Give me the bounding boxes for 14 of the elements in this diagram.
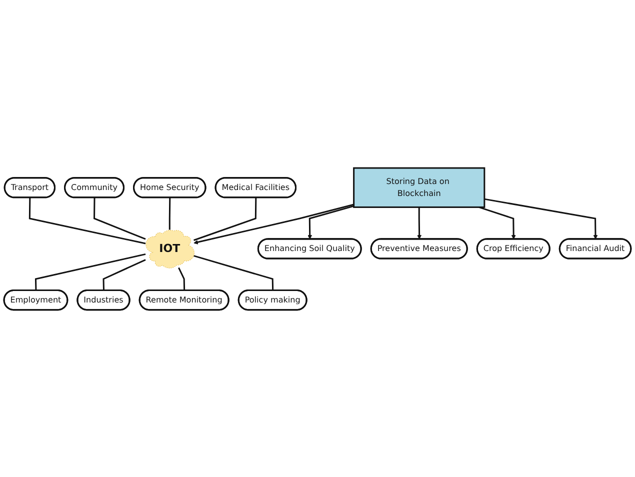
connector	[194, 254, 274, 290]
arrow	[194, 203, 354, 244]
connector	[34, 253, 146, 290]
arrow	[484, 198, 598, 239]
connector	[194, 197, 257, 241]
connector	[178, 266, 186, 290]
connector	[168, 197, 171, 230]
connector	[28, 197, 146, 244]
connector	[94, 197, 146, 240]
arrow	[478, 206, 516, 239]
arrow	[308, 204, 354, 239]
arrow	[417, 206, 422, 239]
connector	[102, 258, 146, 290]
node-box: Storing Data on Blockchain	[353, 166, 486, 208]
